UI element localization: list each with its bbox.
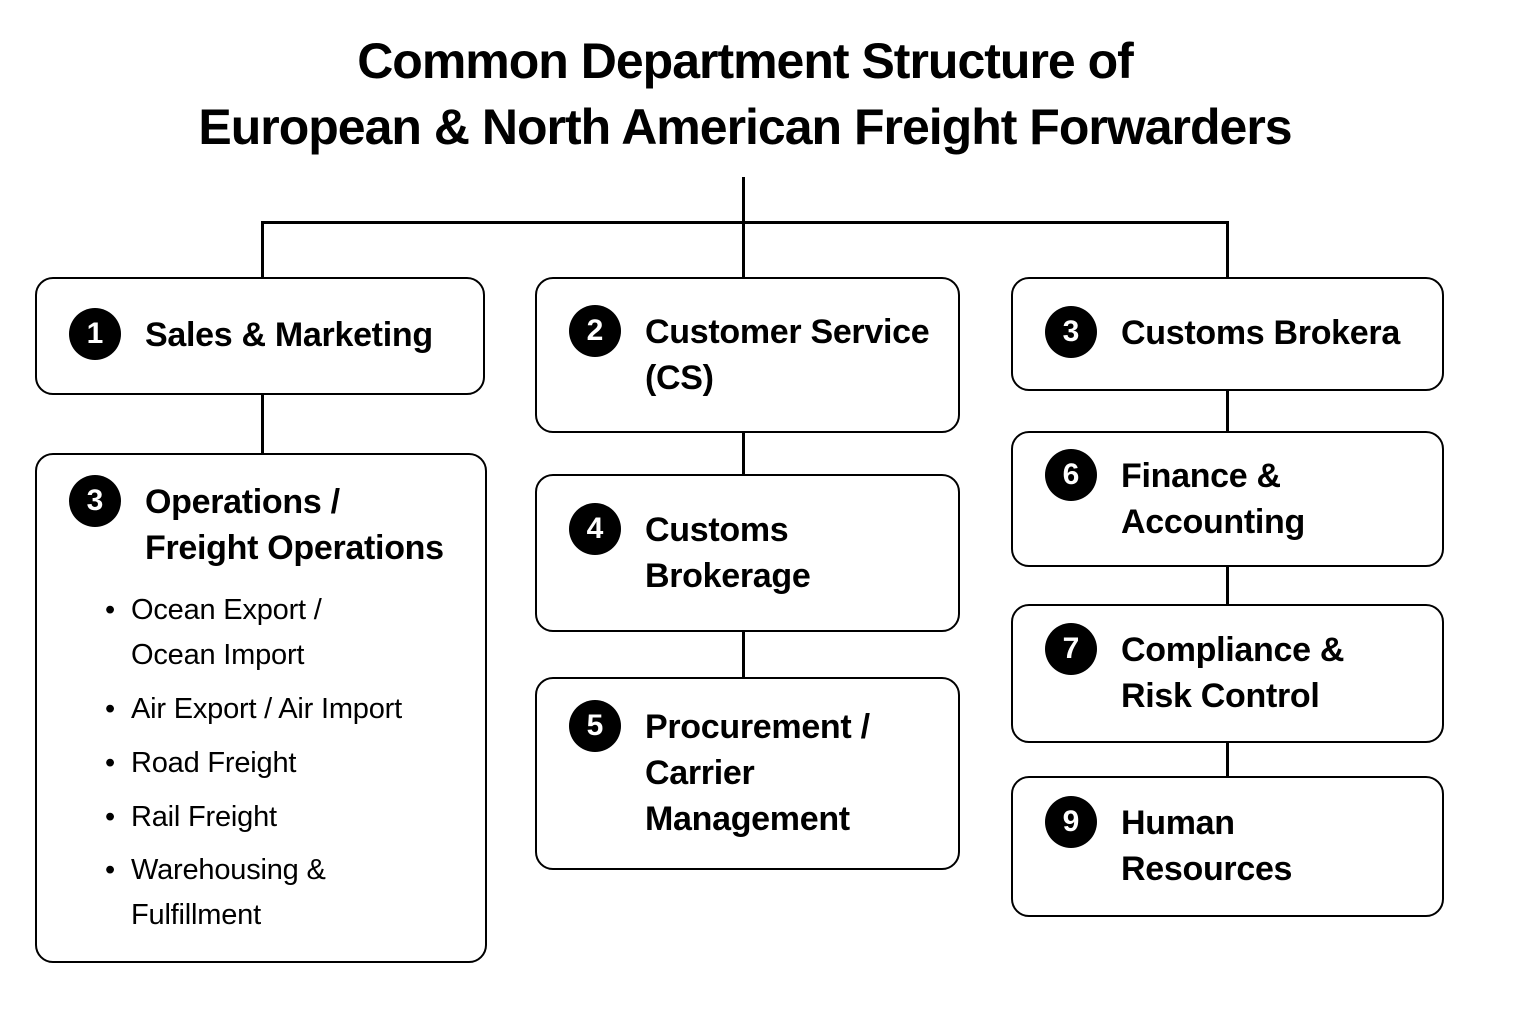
box-customs-brokerage: 4 Customs Brokerage [535,474,960,632]
box-procurement: 5 Procurement / Carrier Management [535,677,960,870]
operations-sub-list: Ocean Export / Ocean Import Air Export /… [37,588,485,939]
number-badge: 2 [569,304,621,357]
connector-customs-procurement [742,630,745,678]
box-compliance-risk: 7 Compliance & Risk Control [1011,604,1444,743]
number-badge: 3 [69,475,121,527]
box-label: Customer Service (CS) [645,312,930,397]
number-badge: 5 [569,700,621,753]
box-customer-service: 2 Customer Service (CS) [535,277,960,433]
connector-compliance-hr [1226,741,1229,778]
list-item: Warehousing & Fulfillment [105,848,475,938]
number-badge: 1 [69,308,121,360]
box-label: Procurement / Carrier Management [645,708,870,838]
box-label: Human Resources [1121,804,1293,888]
box-label: Sales & Marketing [145,316,433,354]
number-badge: 6 [1045,448,1097,501]
connector-drop-center [742,221,745,279]
list-item: Ocean Export / Ocean Import [105,588,475,678]
list-item: Rail Freight [105,795,475,840]
number-badge: 7 [1045,623,1097,676]
page-title: Common Department Structure of European … [198,33,1292,155]
box-label: Finance & Accounting [1121,456,1305,541]
connector-title-stem [742,177,745,224]
connector-brokera-finance [1226,389,1229,433]
box-label: Compliance & Risk Control [1121,631,1345,715]
box-label: Customs Brokera [1121,314,1400,352]
connector-sales-operations [261,394,264,454]
number-badge: 4 [569,502,621,555]
number-badge: 9 [1045,796,1097,849]
box-human-resources: 9 Human Resources [1011,776,1444,917]
box-label: Operations / Freight Operations [145,483,444,567]
box-operations: 3 Operations / Freight Operations Ocean … [35,453,487,963]
connector-finance-compliance [1226,565,1229,606]
connector-cs-customs [742,431,745,476]
list-item: Road Freight [105,741,475,786]
connector-drop-right [1226,221,1229,278]
box-sales-marketing: 1 Sales & Marketing [35,277,485,395]
connector-horizontal-bar [261,221,1229,224]
box-finance-accounting: 6 Finance & Accounting [1011,431,1444,567]
box-label: Customs Brokerage [645,510,811,595]
connector-drop-left [261,221,264,278]
list-item: Air Export / Air Import [105,687,475,732]
number-badge: 3 [1045,306,1097,358]
box-customs-brokera: 3 Customs Brokera [1011,277,1444,391]
